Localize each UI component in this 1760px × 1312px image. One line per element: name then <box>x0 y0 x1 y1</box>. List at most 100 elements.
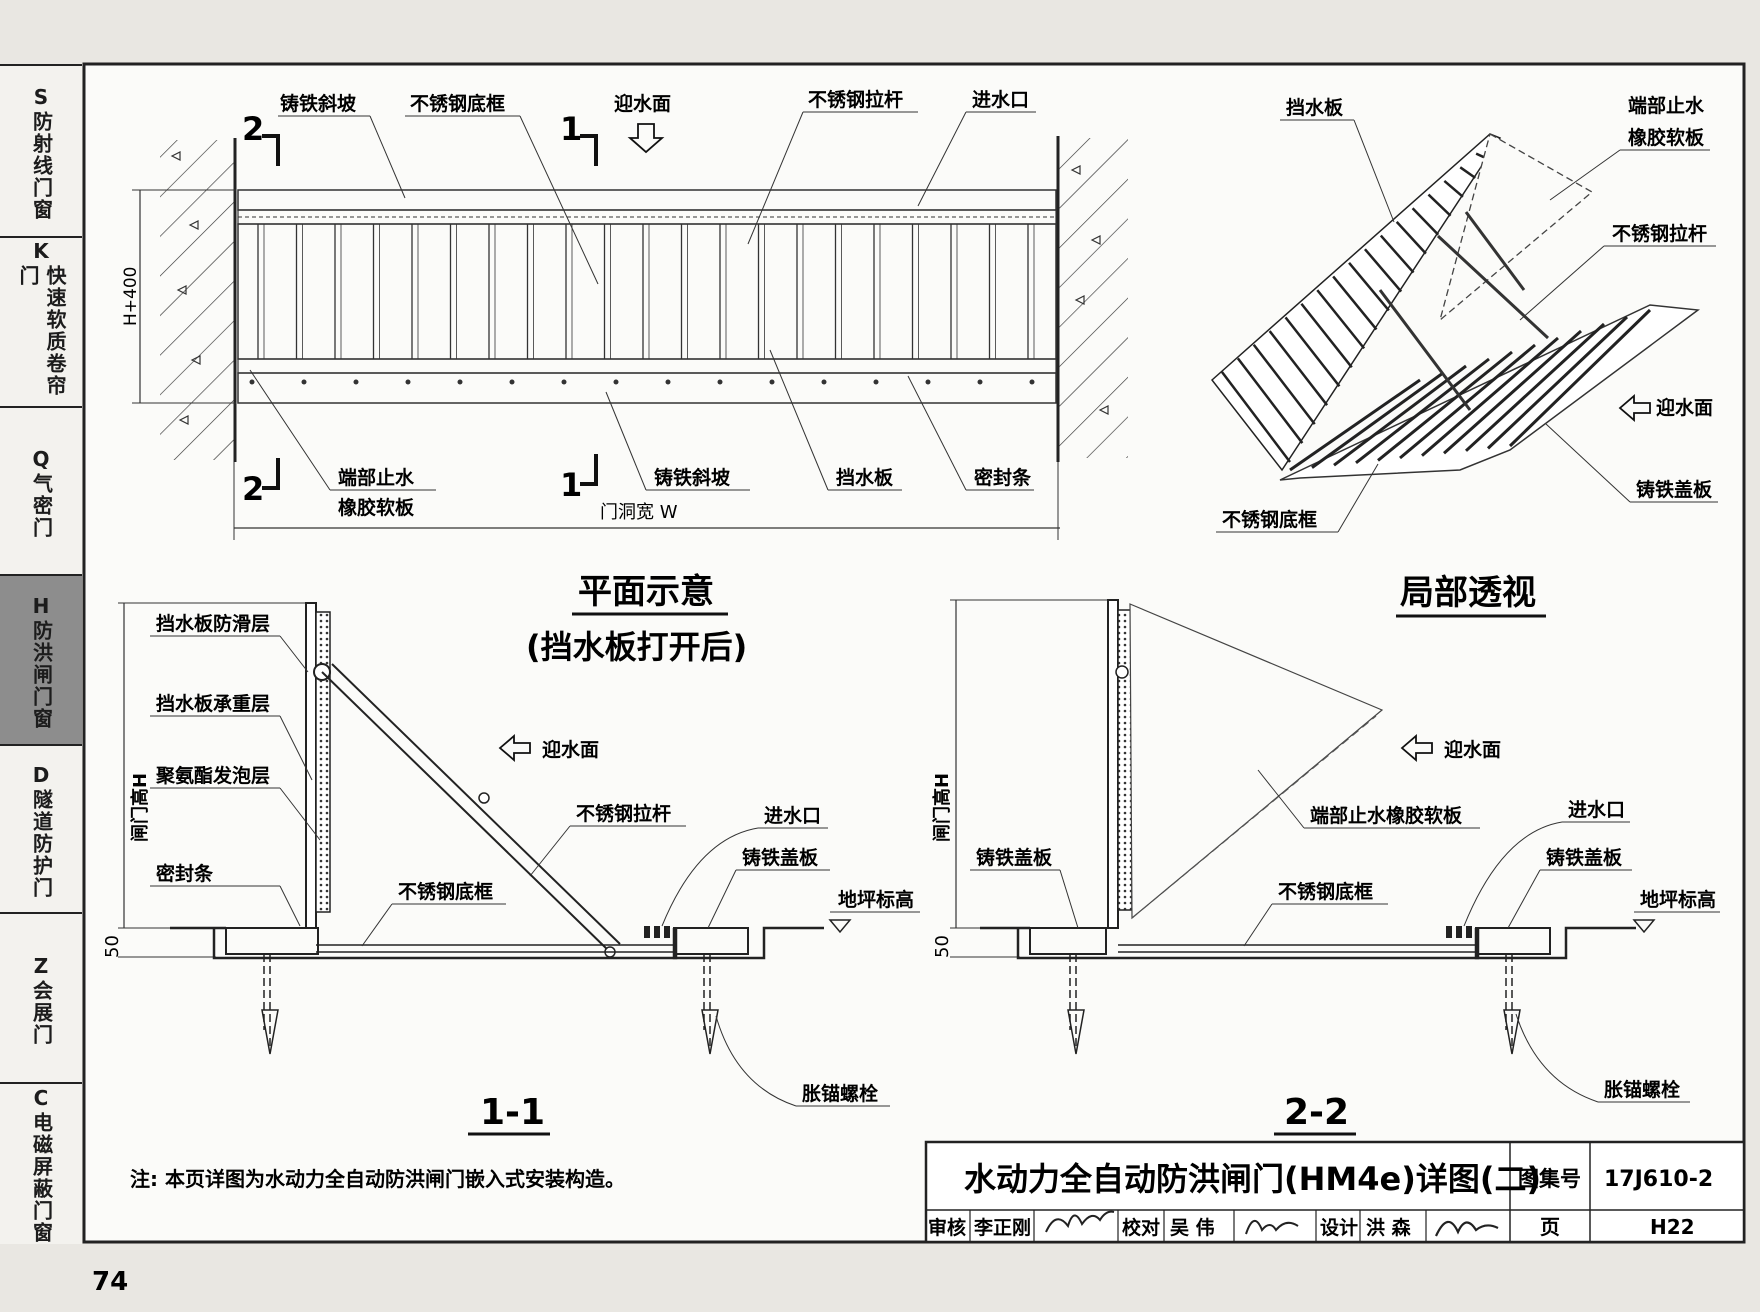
title-block-page-no: H22 <box>1650 1215 1695 1239</box>
s22-label-anchor-bolt: 胀锚螺栓 <box>1604 1078 1680 1101</box>
title-block-atlas-no: 17J610-2 <box>1604 1167 1713 1192</box>
sidebar-tab-name: 气密门 <box>29 472 54 539</box>
drawing-note: 注: 本页详图为水动力全自动防洪闸门嵌入式安装构造。 <box>130 1167 625 1191</box>
title-block: 水动力全自动防洪闸门(HM4e)详图(二) 图集号 17J610-2 页 H22… <box>924 1140 1746 1244</box>
persp-label-flood-panel: 挡水板 <box>1286 96 1344 119</box>
bolt-dot <box>821 379 827 385</box>
s22-label-ss-base-frame: 不锈钢底框 <box>1278 880 1373 903</box>
persp-label-water-face: 迎水面 <box>1656 396 1713 419</box>
bolt-dot <box>457 379 463 385</box>
base-frame-bar <box>1464 322 1606 452</box>
plan-water-face-label: 迎水面 <box>614 92 671 115</box>
base-frame-bar <box>1333 364 1467 467</box>
bolt-dot <box>977 379 983 385</box>
sidebar-tab-name: 防射线门窗 <box>29 110 54 221</box>
title-block-page-label: 页 <box>1540 1215 1560 1239</box>
title-block-atlas-label: 图集号 <box>1518 1167 1581 1191</box>
base-frame-bar <box>1443 329 1582 455</box>
designer-signature <box>1435 1220 1499 1237</box>
plan-subtitle: (挡水板打开后) <box>526 628 747 666</box>
s11-label-seal-strip: 密封条 <box>156 862 214 885</box>
panel-rib <box>1443 179 1464 198</box>
bolt-dot <box>353 379 359 385</box>
base-frame-bar <box>1377 350 1513 462</box>
label-flood-panel-bottom: 挡水板 <box>836 466 894 489</box>
sidebar-tab-name: 防洪闸门窗 <box>29 619 54 730</box>
s22-dim-gate-height: 闸门高H <box>931 773 953 842</box>
s22-dim-50: 50 <box>932 935 953 958</box>
s11-label-ss-tie-rod: 不锈钢拉杆 <box>576 802 671 825</box>
panel-rib <box>1427 193 1452 217</box>
label-end-rubber-1: 端部止水 <box>338 466 415 489</box>
base-frame-bar <box>1421 336 1559 457</box>
section-1-1-title: 1-1 <box>480 1092 545 1133</box>
label-ss-tie-rod-top: 不锈钢拉杆 <box>808 88 903 111</box>
base-frame-bar <box>1311 371 1444 469</box>
label-cast-slope-bottom: 铸铁斜坡 <box>654 466 731 489</box>
bolt-dot <box>613 379 619 385</box>
panel-rib <box>1316 289 1366 350</box>
s22-label-ground-level: 地坪标高 <box>1640 888 1716 911</box>
s11-label-anti-slip: 挡水板防滑层 <box>156 612 270 635</box>
s11-label-anchor-bolt: 胀锚螺栓 <box>802 1082 878 1105</box>
sidebar-tab-code: H <box>32 593 50 618</box>
bolt-dot <box>717 379 723 385</box>
s11-label-ground-level: 地坪标高 <box>838 888 914 911</box>
persp-label-cast-cover: 铸铁盖板 <box>1636 478 1713 501</box>
plan-dim-width: 门洞宽 W <box>600 502 678 523</box>
s11-dim-gate-height: 闸门高H <box>129 773 151 842</box>
plan-title: 平面示意 <box>578 572 714 612</box>
sidebar-tab-code: Q <box>32 446 50 471</box>
label-end-rubber-2: 橡胶软板 <box>338 496 415 519</box>
section-2-2-title: 2-2 <box>1284 1092 1349 1133</box>
panel-rib <box>1348 262 1390 312</box>
bolt-dot <box>561 379 567 385</box>
s22-label-end-rubber: 端部止水橡胶软板 <box>1310 804 1463 827</box>
perspective-title: 局部透视 <box>1400 573 1536 613</box>
persp-label-ss-base-frame: 不锈钢底框 <box>1222 508 1317 531</box>
s22-label-cast-cover-left: 铸铁盖板 <box>976 846 1053 869</box>
s22-label-inlet: 进水口 <box>1568 799 1625 821</box>
bolt-dot <box>873 379 879 385</box>
bolt-dot <box>249 379 255 385</box>
panel-rib <box>1284 316 1341 388</box>
panel-rib <box>1379 234 1415 274</box>
label-cast-slope-top: 铸铁斜坡 <box>280 92 357 115</box>
sidebar-tab-name: 会展门 <box>29 979 54 1046</box>
persp-left-arrow-icon <box>1618 394 1651 422</box>
label-inlet-top: 进水口 <box>972 89 1029 111</box>
s11-dim-50: 50 <box>102 935 123 958</box>
checker-signature <box>1245 1220 1299 1235</box>
s22-left-arrow-icon <box>1400 734 1433 762</box>
label-ss-base-frame-top: 不锈钢底框 <box>410 92 505 115</box>
title-block-design-label: 设计 <box>1320 1217 1358 1239</box>
title-block-reviewer: 李正刚 <box>973 1217 1031 1239</box>
bolt-dot <box>769 379 775 385</box>
s11-label-bearing: 挡水板承重层 <box>156 692 270 715</box>
perspective-view: 挡水板 端部止水 橡胶软板 不锈钢拉杆 迎水面 铸铁盖板 不锈钢底框 局部透视 <box>1210 94 1718 618</box>
sidebar-tab-name: 快速软质卷帘门 <box>16 265 67 397</box>
panel-rib <box>1459 166 1477 179</box>
bolt-dot <box>509 379 515 385</box>
wall-right <box>1058 138 1128 458</box>
persp-label-end-rubber-1: 端部止水 <box>1628 94 1705 117</box>
panel-rib <box>1363 248 1403 293</box>
bolt-dot <box>405 379 411 385</box>
sidebar-tab-code: D <box>32 762 50 787</box>
section-mark-2-top: 2 <box>242 110 264 148</box>
base-frame-bar <box>1289 378 1421 472</box>
wall-left <box>160 140 235 460</box>
bolt-dot <box>925 379 931 385</box>
section-1-1: 闸门高H 50 <box>102 602 920 1136</box>
persp-label-end-rubber-2: 橡胶软板 <box>1628 126 1705 149</box>
bolt-dot <box>665 379 671 385</box>
title-block-title: 水动力全自动防洪闸门(HM4e)详图(二) <box>964 1160 1541 1198</box>
